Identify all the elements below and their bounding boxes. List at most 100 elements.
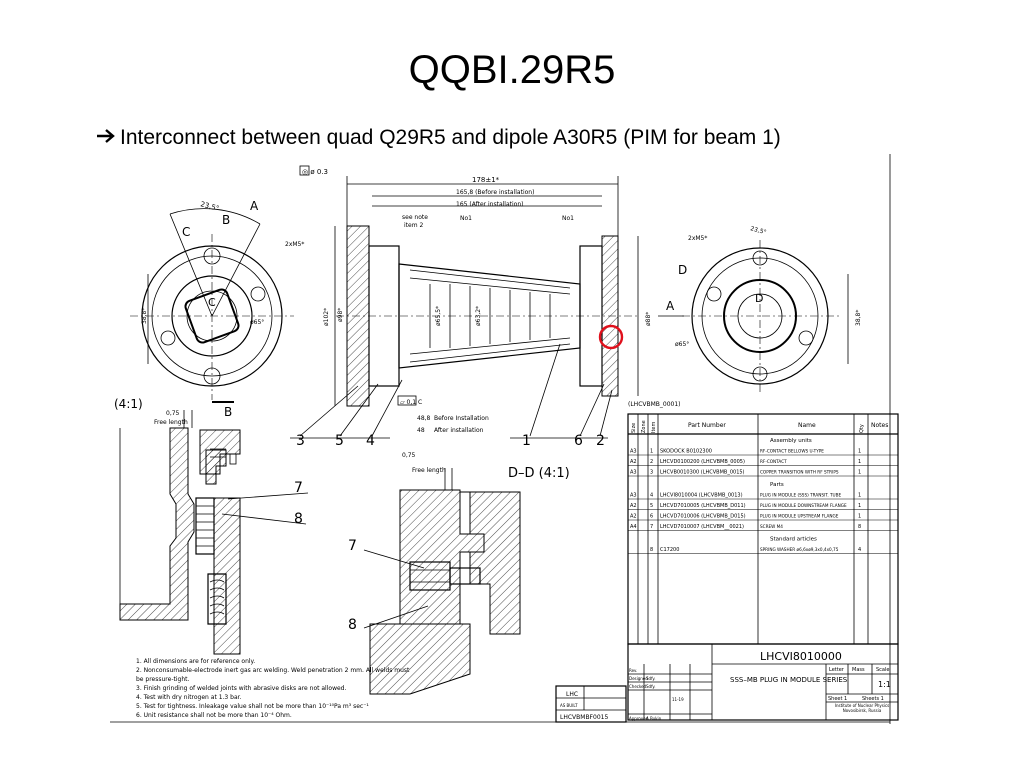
callout-7-right: 7 [348, 538, 357, 554]
tb-scale: 1:1 [878, 680, 891, 689]
bom-cell-part: LHCVB0010300 (LHCVBMB_0015) [660, 470, 745, 476]
bom-cell-qty: 1 [858, 503, 861, 509]
bom-h-name: Name [798, 422, 816, 429]
bom-cell-item: 1 [650, 449, 653, 455]
bom-section-title: Assembly units [770, 438, 812, 444]
left-holes-dim: 2xM5* [285, 241, 304, 248]
bom-cell-part: SKODOCK B0102300 [660, 449, 712, 455]
free-length-left: Free length [154, 419, 188, 426]
label-b-bottom: B [224, 405, 232, 419]
no1-left: No1 [460, 215, 472, 222]
note-4: 4. Test with dry nitrogen at 1.3 bar. [136, 694, 242, 701]
tb-sheet: Sheet 1 [828, 696, 847, 702]
bom-h-item: Item [651, 421, 657, 433]
bom-h-size: Size [631, 423, 637, 433]
dim-48-text: After installation [434, 427, 484, 434]
tb-checker: Sdfy. [646, 684, 655, 689]
label-d-top: D [678, 263, 687, 277]
bom-cell-part: LHCVD0100200 (LHCVBMB_0005) [660, 459, 745, 465]
bom-cell-item: 7 [650, 524, 653, 530]
tb-date-code: 11-19 [672, 697, 684, 702]
label-a-left: A [250, 199, 259, 213]
bom-cell-size: A3 [630, 493, 637, 499]
see-note: see note [402, 214, 428, 221]
bom-cell-name: RF-CONTACT [760, 459, 787, 464]
bom-cell-item: 2 [650, 459, 653, 465]
bom-cell-qty: 1 [858, 514, 861, 520]
dim-63: ø63,2* [475, 306, 482, 326]
bom-cell-qty: 1 [858, 470, 861, 476]
bom-cell-part: LHCVD7010007 (LHCVBM__0021) [660, 524, 744, 530]
bom-cell-part: LHCVI8010004 (LHCVBMB_0013) [660, 493, 743, 499]
tb-approved: Approved [629, 716, 649, 721]
tb-checked: Checked [629, 684, 647, 689]
technical-drawing: 23,5° B A C C 2xM5* ø65° 38,8* B [110, 154, 900, 730]
tb-approver: A.Bukin [646, 716, 662, 721]
tb-scale-h: Scale [876, 667, 889, 673]
label-d-center: D [755, 292, 763, 305]
dim-total: 178±1* [472, 176, 500, 184]
slide-subtitle: Interconnect between quad Q29R5 and dipo… [96, 124, 781, 152]
bom-cell-item: 3 [650, 470, 653, 476]
dim-48: 48 [417, 427, 425, 434]
slide-title: QQBI.29R5 [408, 48, 616, 92]
dim-48-8: 48,8 [417, 415, 431, 422]
callout-1: 1 [522, 433, 531, 449]
dim-65: ø65,5* [435, 306, 442, 326]
callout-4: 4 [366, 433, 375, 449]
free-length-right: Free length [412, 467, 446, 474]
label-c-center: C [208, 296, 216, 309]
dim-before: 165,8 (Before installation) [456, 189, 534, 196]
callout-3: 3 [296, 433, 305, 449]
callout-2: 2 [596, 433, 605, 449]
bom-cell-name: RF-CONTACT BELLOWS U-TYPE [760, 449, 824, 454]
bom-cell-name: PLUG IN MODULE (SSS) TRANSIT. TUBE [760, 493, 841, 498]
left-detail-view [119, 410, 241, 655]
dim-88: ø88* [645, 312, 652, 326]
bom-cell-size: A4 [630, 524, 637, 530]
tb-institute: Institute of Nuclear Physics Novosibirsk… [834, 703, 890, 713]
bom-cell-size: A2 [630, 503, 637, 509]
bom-cell-item: 6 [650, 514, 653, 520]
right-angle-dim: 23,5° [749, 225, 767, 236]
tb-designed: Designed [629, 676, 648, 681]
title-block [555, 643, 899, 723]
free-length-left-val: 0,75 [166, 410, 180, 417]
bom-cell-name: PLUG IN MODULE UPSTREAM FLANGE [760, 514, 839, 519]
right-holes-dim: 2xM5* [688, 235, 707, 242]
detail-d-title: D–D (4:1) [508, 466, 570, 481]
label-a-right: A [666, 299, 675, 313]
right-dia-dim: ø65° [675, 341, 689, 348]
right-end-view [682, 240, 849, 392]
callout-8-right: 8 [348, 617, 357, 633]
stamp-built: AS BUILT [560, 703, 578, 708]
stamp-top: LHC [566, 691, 578, 698]
bom-cell-name: COPPER TRANSITION WITH RF STRIPS [760, 470, 839, 475]
bom-h-notes: Notes [871, 422, 888, 429]
left-dia-dim: ø65° [250, 319, 264, 326]
callout-7-left: 7 [294, 480, 303, 496]
bom-cell-part: C17200 [660, 547, 679, 553]
drawing-number: LHCVI8010000 [760, 650, 842, 663]
bom-cell-name: SCREW M4 [760, 524, 783, 529]
bom-cell-qty: 1 [858, 459, 861, 465]
sheet-border [110, 154, 891, 724]
right-detail-view [369, 468, 521, 695]
dim-102: ø102* [323, 308, 330, 326]
bom-cell-name: PLUG IN MODULE DOWNSTREAM FLANGE [760, 503, 847, 508]
bom-section-title: Parts [770, 482, 784, 488]
note-5: 5. Test for tightness. Inleakage value s… [136, 703, 369, 710]
label-b-top: B [222, 213, 230, 227]
tb-mass: Mass [852, 667, 865, 673]
left-angle-dim: 23,5° [199, 200, 220, 213]
tb-designer: Sdfy. [646, 676, 655, 681]
flatness-box: ⏥ 0,1 C [400, 399, 422, 406]
label-c-top: C [182, 225, 190, 239]
drawing-ref: (LHCVBMB_0001) [628, 401, 681, 408]
bom-h-qty: Qty [859, 424, 865, 433]
bom-cell-qty: 4 [858, 547, 861, 553]
bom-cell-size: A3 [630, 449, 637, 455]
note-1: 1. All dimensions are for reference only… [136, 658, 255, 665]
note-3: 3. Finish grinding of welded joints with… [136, 685, 346, 692]
